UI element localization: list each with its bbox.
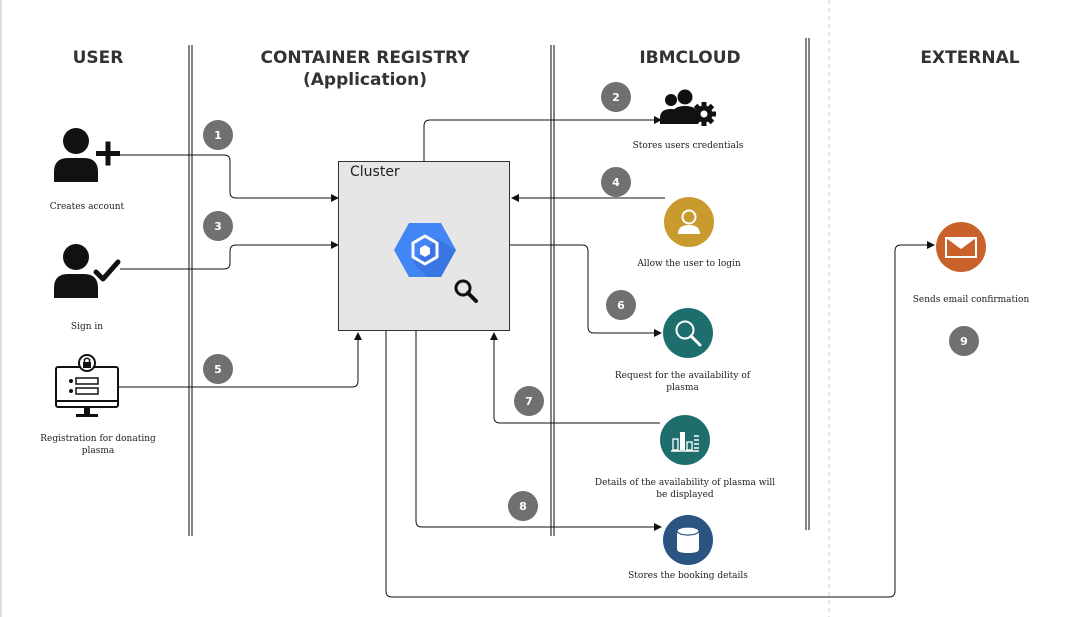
- arrow-step-8: [415, 331, 662, 531]
- caption-creates-account: Creates account: [49, 202, 125, 212]
- email-icon: [936, 222, 986, 272]
- user-circle-icon: [664, 197, 714, 247]
- arrow-step-2: [423, 116, 662, 161]
- lane-separator-registry-ibmcloud: [550, 45, 555, 536]
- caption-stores-credentials: Stores users credentials: [632, 141, 744, 151]
- arrow-step-6: [510, 244, 662, 337]
- users-gear-icon: [660, 89, 716, 126]
- gke-icon: [394, 223, 456, 277]
- step-badge-3: 3: [203, 211, 233, 241]
- caption-sign-in: Sign in: [70, 322, 104, 332]
- lane-title-user: USER: [72, 48, 124, 68]
- step-badge-7: 7: [514, 386, 544, 416]
- caption-allow-login: Allow the user to login: [637, 259, 741, 269]
- step-badge-2: 2: [601, 82, 631, 112]
- caption-email-confirmation: Sends email confirmation: [912, 295, 1030, 305]
- step-badge-1: 1: [203, 120, 233, 150]
- monitor-lock-icon: [55, 354, 119, 417]
- arrow-step-3: [120, 241, 339, 270]
- lane-title-external: EXTERNAL: [920, 48, 1020, 68]
- caption-request-availability: Request for the availability of plasma: [614, 371, 751, 393]
- database-icon: [663, 515, 713, 565]
- bar-chart-icon: [660, 415, 710, 465]
- magnifier-icon: [454, 279, 478, 303]
- user-check-icon: [54, 244, 121, 298]
- caption-registration: Registration for donating plasma: [40, 434, 156, 456]
- arrow-step-9: [385, 241, 935, 598]
- caption-details-availability: Details of the availability of plasma wi…: [594, 478, 776, 500]
- arrow-step-5: [118, 332, 362, 388]
- arrow-step-1: [120, 154, 339, 202]
- lane-subtitle-application: (Application): [303, 70, 427, 90]
- step-badge-8: 8: [508, 491, 538, 521]
- step-badge-4: 4: [601, 167, 631, 197]
- search-icon: [663, 308, 713, 358]
- step-badge-9: 9: [949, 326, 979, 356]
- user-add-icon: [54, 128, 120, 182]
- lane-title-container-registry: CONTAINER REGISTRY: [260, 48, 470, 68]
- cluster-label: Cluster: [350, 164, 400, 180]
- step-badge-5: 5: [203, 354, 233, 384]
- cluster-box: Cluster: [338, 161, 510, 331]
- caption-stores-booking: Stores the booking details: [628, 571, 748, 581]
- arrow-step-7: [490, 332, 660, 424]
- lane-separator-user-registry: [188, 45, 193, 536]
- lane-separator-ibmcloud-external: [805, 38, 810, 530]
- lane-title-ibmcloud: IBMCLOUD: [639, 48, 741, 68]
- step-badge-6: 6: [606, 290, 636, 320]
